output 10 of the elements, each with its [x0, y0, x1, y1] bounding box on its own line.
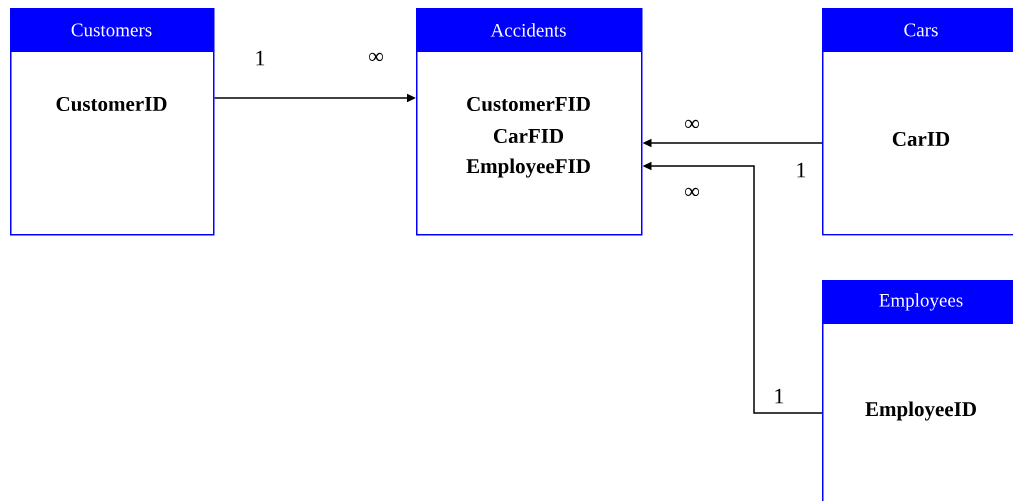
table-box: Customers CustomerID: [10, 8, 215, 236]
cardinality-label: 1: [797, 162, 806, 178]
table-box: Cars CarID: [822, 8, 1013, 236]
cardinality-label: 1: [256, 50, 265, 66]
cardinality-label: ∞: [685, 119, 699, 129]
cardinality-label: 1: [775, 388, 784, 404]
table-box: Employees EmployeeID: [822, 280, 1013, 501]
cardinality-label: ∞: [685, 187, 699, 197]
cardinality-label: ∞: [369, 52, 383, 62]
table-box: Accidents CustomerFID CarFID EmployeeFID: [416, 8, 643, 236]
